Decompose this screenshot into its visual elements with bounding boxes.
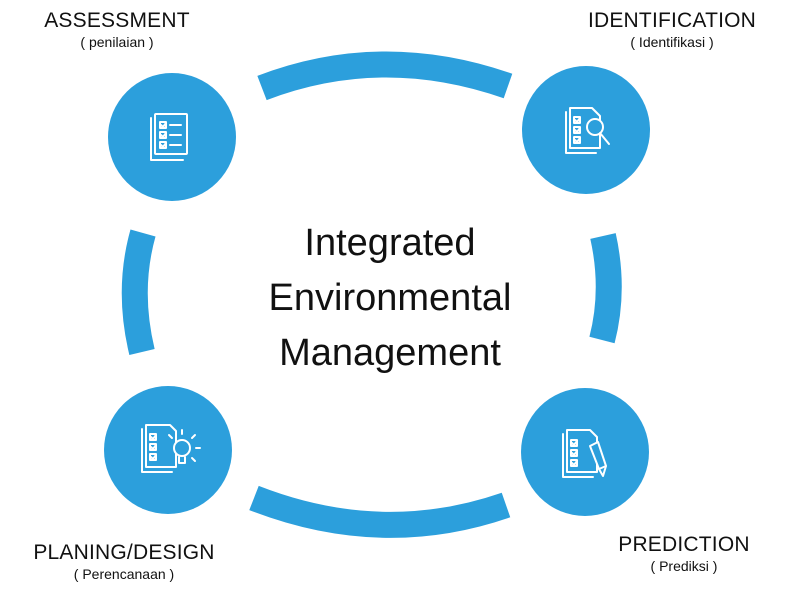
prediction-subtitle: ( Prediksi )	[650, 558, 718, 574]
arc-left	[121, 229, 156, 356]
center-title-line-2: Environmental	[268, 277, 512, 319]
arc-bottom	[249, 485, 511, 538]
checklist-pencil-icon	[562, 429, 607, 478]
assessment-title: ASSESSMENT	[44, 9, 190, 32]
assessment-label: ASSESSMENT ( penilaian )	[8, 9, 226, 51]
prediction-title: PREDICTION	[618, 533, 750, 556]
identification-subtitle: ( Identifikasi )	[630, 34, 714, 50]
assessment-subtitle: ( penilaian )	[80, 34, 154, 50]
identification-title: IDENTIFICATION	[587, 9, 757, 32]
planning-subtitle: ( Perencanaan )	[73, 566, 175, 582]
checklist-lightbulb-icon	[141, 424, 201, 473]
checklist-document-icon	[150, 113, 188, 161]
arc-right	[589, 233, 622, 344]
checklist-magnifier-icon	[565, 107, 610, 154]
planning-title: PLANING/DESIGN	[33, 541, 215, 564]
center-title-line-1: Integrated	[304, 222, 476, 264]
center-title-line-3: Management	[279, 332, 501, 374]
prediction-label: PREDICTION ( Prediksi )	[584, 533, 784, 575]
identification-label: IDENTIFICATION ( Identifikasi )	[556, 9, 788, 51]
planning-label: PLANING/DESIGN ( Perencanaan )	[4, 541, 244, 583]
center-title: Integrated Environmental Management	[200, 216, 580, 381]
identification-node	[522, 66, 650, 194]
planning-node	[104, 386, 232, 514]
assessment-node	[108, 73, 236, 201]
arc-top	[257, 51, 513, 101]
prediction-node	[521, 388, 649, 516]
